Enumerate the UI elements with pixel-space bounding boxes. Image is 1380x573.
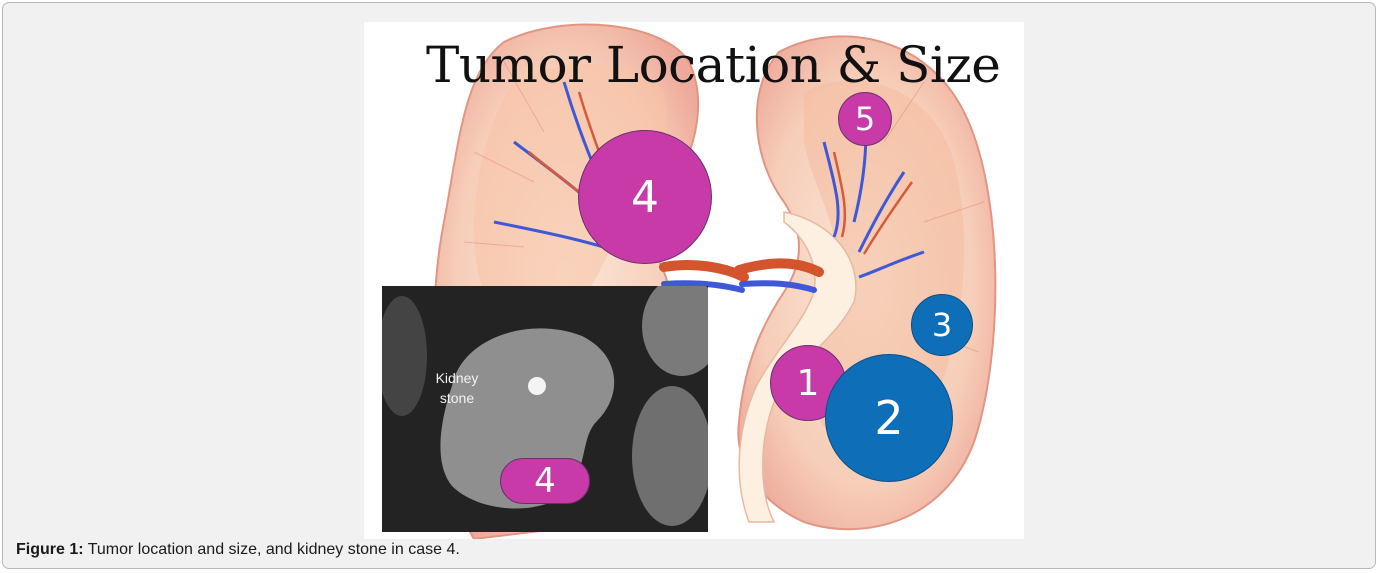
caption-text: Tumor location and size, and kidney ston… — [84, 541, 460, 558]
kidney-stone-label-line1: Kidney — [422, 368, 492, 388]
kidney-stone-label: Kidney stone — [422, 368, 492, 408]
figure-caption: Figure 1: Tumor location and size, and k… — [16, 541, 460, 559]
caption-label: Figure 1: — [16, 541, 84, 558]
tumor-marker-3: 3 — [911, 294, 973, 356]
figure-title: Tumor Location & Size — [426, 36, 1000, 94]
kidney-stone-label-line2: stone — [422, 388, 492, 408]
tumor-marker-2: 2 — [825, 354, 953, 482]
tumor-marker-4: 4 — [578, 130, 712, 264]
tumor-marker-5: 5 — [838, 92, 892, 146]
figure-image: Tumor Location & Size Kidney stone 4 4 5… — [364, 22, 1024, 539]
ct-scan-inset: Kidney stone 4 — [382, 286, 708, 532]
ct-tumor-marker: 4 — [500, 458, 590, 504]
